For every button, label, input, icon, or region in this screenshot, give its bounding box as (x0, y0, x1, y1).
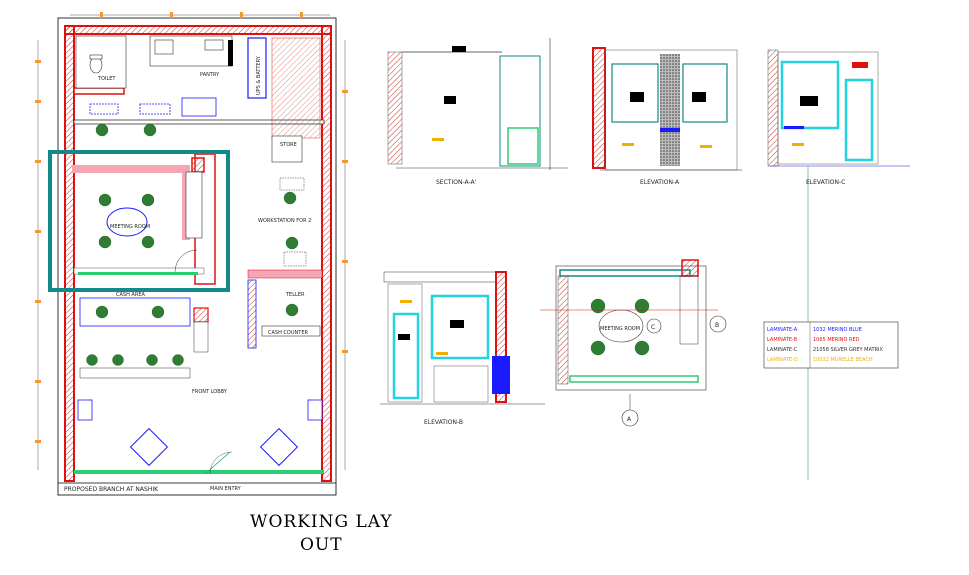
store-label: STORE (280, 142, 297, 148)
dimension-ticks (35, 12, 348, 443)
wall-right (321, 25, 332, 482)
marker-b-label: B (715, 322, 719, 329)
legend-description: 21058 SILVER GREY MATRIX (813, 347, 884, 353)
legend-code: LAMINATE-A (767, 327, 798, 333)
toilet-label: TOILET (97, 76, 116, 82)
plan-chairs (86, 123, 299, 366)
teller-label: TELLER (285, 292, 305, 298)
plan-sheet-border (57, 17, 337, 496)
legend-code: LAMINATE-B (767, 337, 798, 343)
main-entry-label: MAIN ENTRY (210, 486, 242, 492)
legend-code: LAMINATE-D (767, 357, 798, 363)
elevation-a-view: ELEVATION-A (592, 47, 742, 186)
branch-label: PROPOSED BRANCH AT NASHIK (64, 486, 159, 493)
section-a-caption: SECTION-A-A' (436, 179, 477, 186)
marker-a-label: A (627, 416, 632, 423)
laminate-legend (763, 321, 899, 369)
legend-description: 1032 MERINO BLUE (813, 327, 862, 333)
drawing-title-line1: WORKING LAY (250, 512, 393, 532)
cash-counter-label: CASH COUNTER (268, 330, 308, 336)
legend-code: LAMINATE-C (767, 347, 798, 353)
elevation-c-caption: ELEVATION-C (806, 179, 845, 186)
front-lobby-label: FRONT LOBBY (192, 389, 228, 395)
drawing-title-line2: OUT (300, 535, 343, 555)
legend-description: 1065 MERINO RED (813, 337, 860, 343)
meeting-room-detail: MEETING ROOM A C B (540, 259, 727, 427)
ups-battery-label: UPS & BATTERY (256, 55, 262, 95)
marker-a-circle (621, 409, 639, 427)
wall-left (64, 25, 75, 482)
legend-description: 10032 MURELLE BEACH (813, 357, 873, 363)
pantry-label: PANTRY (200, 72, 220, 78)
cash-area-label: CASH AREA (116, 292, 145, 298)
elevation-c-view: ELEVATION-C (767, 49, 910, 480)
workstation-label: WORKSTATION FOR 2 (258, 218, 311, 224)
meeting-room-label: MEETING ROOM (110, 224, 150, 230)
marker-c-label: C (651, 324, 655, 331)
elevation-a-caption: ELEVATION-A (640, 179, 680, 186)
floor-plan: TOILET PANTRY UPS & BATTERY STORE (35, 12, 348, 496)
meeting-detail-label: MEETING ROOM (600, 326, 640, 332)
elevation-b-caption: ELEVATION-B (424, 419, 463, 426)
wall-top (64, 25, 332, 35)
elevation-b-view: ELEVATION-B (380, 271, 545, 426)
meeting-room-highlight (48, 150, 230, 292)
section-a-view: SECTION-A-A' (387, 38, 568, 186)
